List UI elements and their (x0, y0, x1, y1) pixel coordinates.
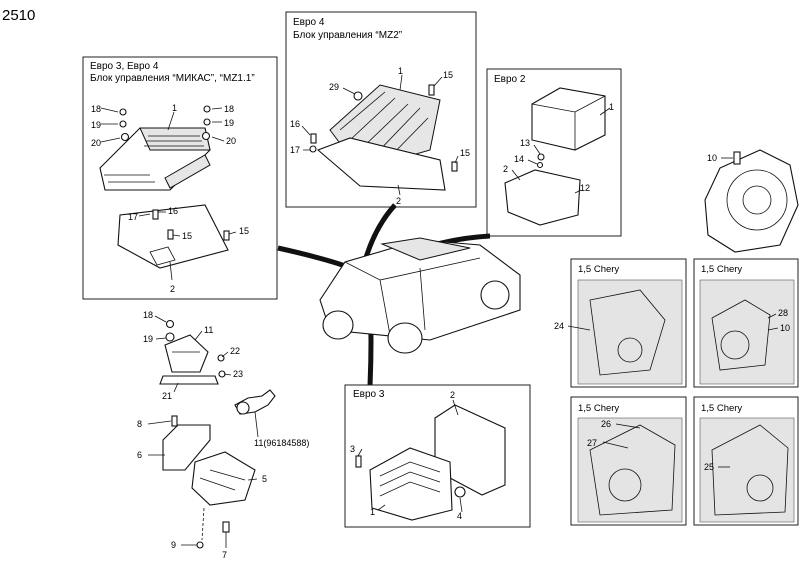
callout-mz2-17: 17 (290, 145, 300, 155)
euro2-leader-lines (511, 107, 611, 194)
callout-mikas-15b: 15 (239, 226, 249, 236)
callout-sensor-18: 18 (143, 310, 153, 320)
section-mikas-title-2: Блок управления “МИКАС”, “MZ1.1” (90, 73, 255, 84)
section-mz2-title-1: Евро 4 (293, 17, 325, 28)
callout-euro2-14: 14 (514, 154, 524, 164)
sensor-11-drawing (164, 334, 209, 373)
callout-mikas-15a: 15 (182, 231, 192, 241)
callout-bracket-8: 8 (137, 419, 142, 429)
callout-sensor-22: 22 (230, 346, 240, 356)
callout-euro2-2: 2 (503, 164, 508, 174)
callout-chery-a-24: 24 (554, 321, 564, 331)
section-mz2: Евро 4 Блок управления “MZ2” 29 1 15 16 … (285, 11, 477, 208)
callout-mikas-2: 2 (170, 284, 175, 294)
callout-sensor-11: 11 (204, 325, 213, 335)
ecu-euro2-drawing (531, 87, 606, 151)
callout-mz2-2: 2 (396, 196, 401, 206)
callout-bracket-7: 7 (222, 550, 227, 560)
section-chery-d-frame (693, 396, 799, 526)
callout-bracket-9: 9 (171, 540, 176, 550)
section-chery-b-title: 1,5 Chery (701, 264, 742, 275)
callout-euro3-3: 3 (350, 444, 355, 454)
mz2-leader-lines (301, 74, 459, 196)
section-chery-b: 1,5 Chery 28 10 (693, 258, 799, 388)
section-euro2-frame (486, 68, 622, 237)
callout-mikas-19b: 19 (224, 118, 234, 128)
callout-bracket-5: 5 (262, 474, 267, 484)
car-drawing (277, 203, 521, 386)
section-chery-c: 1,5 Chery 26 27 (570, 396, 687, 526)
callout-chery-b-28: 28 (778, 308, 788, 318)
section-euro3-title: Евро 3 (353, 389, 385, 400)
section-chery-a-title: 1,5 Chery (578, 264, 619, 275)
section-mikas: Евро 3, Евро 4 Блок управления “МИКАС”, … (82, 56, 278, 300)
section-euro3-frame (344, 384, 531, 528)
section-chery-a: 1,5 Chery 24 (554, 258, 687, 388)
callout-mz2-16: 16 (290, 119, 300, 129)
callout-mikas-20a: 20 (91, 138, 101, 148)
callout-euro3-2: 2 (450, 390, 455, 400)
callout-mikas-20b: 20 (226, 136, 236, 146)
section-mz2-frame (285, 11, 477, 208)
callout-mikas-19a: 19 (91, 120, 101, 130)
section-mikas-frame (82, 56, 278, 300)
callout-mikas-18b: 18 (224, 104, 234, 114)
section-mz2-title-2: Блок управления “MZ2” (293, 30, 402, 41)
callout-mikas-17: 17 (128, 212, 138, 222)
section-chery-a-frame (570, 258, 687, 388)
ecu-euro3-drawing (369, 447, 453, 521)
section-mikas-title-1: Евро 3, Евро 4 (90, 61, 159, 72)
euro2-bracket-drawing (504, 169, 581, 226)
bracket-group: 8 6 5 9 7 (137, 415, 267, 560)
callout-mikas-18a: 18 (91, 104, 101, 114)
callout-sensor-19: 19 (143, 334, 153, 344)
callout-chery-d-25: 25 (704, 462, 714, 472)
callout-sensor-21: 21 (162, 391, 172, 401)
callout-euro2-12: 12 (580, 183, 590, 193)
section-chery-c-title: 1,5 Chery (578, 403, 619, 414)
section-chery-b-frame (693, 258, 799, 388)
bracket-6-drawing (162, 424, 211, 471)
mikas-fasteners (119, 105, 230, 241)
callout-mikas-16: 16 (168, 206, 178, 216)
section-chery-c-frame (570, 396, 687, 526)
callout-euro2-13: 13 (520, 138, 530, 148)
callout-chery-b-10: 10 (780, 323, 790, 333)
callout-sensor-23: 23 (233, 369, 243, 379)
callout-mz2-1: 1 (398, 66, 403, 76)
page-code: 2510 (2, 7, 35, 24)
callout-chery-c-26: 26 (601, 419, 611, 429)
module-5-drawing (191, 451, 256, 506)
callout-euro3-1: 1 (370, 507, 375, 517)
section-euro2: Евро 2 1 13 14 2 12 (486, 68, 622, 237)
section-euro3: Евро 3 2 3 1 4 (344, 384, 531, 528)
transmission-drawing: 10 (704, 149, 799, 253)
callout-sensor-96184588: 11(96184588) (254, 438, 309, 448)
callout-euro2-1: 1 (609, 102, 614, 112)
section-chery-d: 1,5 Chery 25 (693, 396, 799, 526)
section-chery-d-title: 1,5 Chery (701, 403, 742, 414)
callout-mz2-15b: 15 (460, 148, 470, 158)
callout-mz2-29: 29 (329, 82, 339, 92)
mikas-leader-lines (100, 107, 237, 281)
callout-chery-c-27: 27 (587, 438, 597, 448)
callout-bracket-6: 6 (137, 450, 142, 460)
callout-euro3-4: 4 (457, 511, 462, 521)
ecu-mikas-drawing (99, 127, 211, 191)
section-euro2-title: Евро 2 (494, 74, 526, 85)
callout-transmission-10: 10 (707, 153, 717, 163)
callout-mz2-15a: 15 (443, 70, 453, 80)
sensor-group: 18 19 11 22 23 21 11(96184588) (143, 310, 309, 448)
callout-mikas-1: 1 (172, 103, 177, 113)
mz2-bracket-drawing (316, 137, 446, 191)
